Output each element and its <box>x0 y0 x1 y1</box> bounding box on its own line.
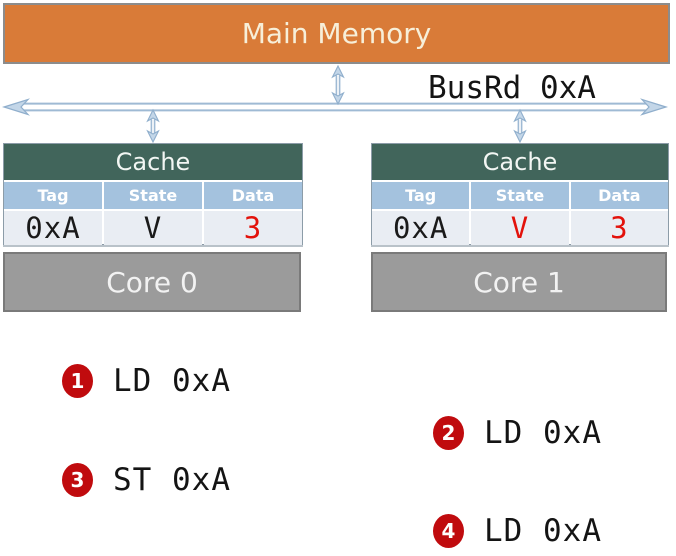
cache1-tag-value: 0xA <box>372 211 470 245</box>
main-memory-label: Main Memory <box>241 17 432 50</box>
core1-label: Core 1 <box>473 265 565 299</box>
op-3-badge: 3 <box>62 463 93 497</box>
op-2-badge: 2 <box>433 416 464 450</box>
core1-box: Core 1 <box>371 252 667 312</box>
cache1-title: Cache <box>372 144 668 180</box>
cache0-col-data: Data <box>204 182 302 209</box>
op-4-badge: 4 <box>433 514 464 548</box>
core0-box: Core 0 <box>3 252 301 312</box>
core0-label: Core 0 <box>106 265 198 299</box>
cache0-data-value: 3 <box>204 211 302 245</box>
cache1-col-state: State <box>471 182 569 209</box>
cache0-entry-row: 0xA V 3 <box>4 211 302 245</box>
cache0-state-value: V <box>104 211 202 245</box>
op-3: 3 ST 0xA <box>62 462 231 498</box>
op-2: 2 LD 0xA <box>433 415 602 451</box>
cache1-column-headers: Tag State Data <box>372 182 668 209</box>
cache0-column-headers: Tag State Data <box>4 182 302 209</box>
op-1: 1 LD 0xA <box>62 363 231 399</box>
cache1-entry-row: 0xA V 3 <box>372 211 668 245</box>
op-4: 4 LD 0xA <box>433 513 602 549</box>
op-4-label: LD 0xA <box>484 513 602 549</box>
cache1-data-value: 3 <box>570 211 668 245</box>
cache1-col-data: Data <box>570 182 668 209</box>
bus-transaction-label: BusRd 0xA <box>428 70 596 106</box>
cache1-state-value: V <box>471 211 569 245</box>
cache0-tag-value: 0xA <box>4 211 102 245</box>
cache0-col-tag: Tag <box>4 182 102 209</box>
op-3-label: ST 0xA <box>113 462 231 498</box>
op-1-badge: 1 <box>62 364 93 398</box>
memory-bus-connector-arrow <box>331 64 345 106</box>
cache0-title: Cache <box>4 144 302 180</box>
cache1-table: Cache Tag State Data 0xA V 3 <box>371 143 669 245</box>
cache0-col-state: State <box>104 182 202 209</box>
op-1-label: LD 0xA <box>113 363 231 399</box>
cache1-col-tag: Tag <box>372 182 470 209</box>
cache0-bus-connector-arrow <box>146 108 160 144</box>
cache0-table: Cache Tag State Data 0xA V 3 <box>3 143 303 245</box>
op-2-label: LD 0xA <box>484 415 602 451</box>
cache1-bus-connector-arrow <box>513 108 527 144</box>
main-memory-box: Main Memory <box>3 3 670 64</box>
